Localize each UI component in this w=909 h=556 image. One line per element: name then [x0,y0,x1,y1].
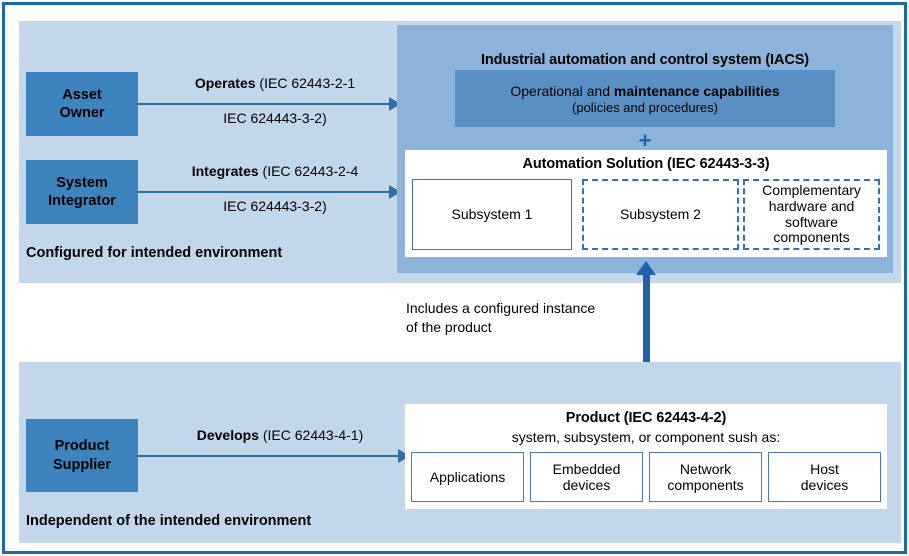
actor-product-supplier-line2: Supplier [52,456,111,473]
product-item-network-components-line2: components [667,477,744,493]
connector-note-line2: of the product [406,318,492,335]
connector-note-line1: Includes a configured instance [406,300,596,316]
arrow-operates-ref1: (IEC 62443-2-1 [255,75,356,91]
complementary-components-box[interactable]: Complementary hardware and software comp… [743,179,880,250]
arrow-shaft [138,103,389,105]
arrow-operates-label-line1: Operates (IEC 62443-2-1 [155,75,395,91]
arrow-integrates-icon [138,185,401,199]
capabilities-line2: (policies and procedures) [572,99,718,115]
product-item-applications[interactable]: Applications [411,452,524,502]
operational-maintenance-capabilities-box: Operational and maintenance capabilities… [455,70,835,127]
product-item-host-devices[interactable]: Host devices [768,452,881,502]
actor-system-integrator-line2: Integrator [48,193,116,209]
arrow-operates-verb: Operates [194,75,256,91]
actor-asset-owner-line1: Asset [62,86,102,103]
product-title: Product (IEC 62443-4-2) [565,410,727,426]
bottom-section-note: Independent of the intended environment [26,513,312,529]
automation-solution-items: Subsystem 1 Subsystem 2 Complementary ha… [412,179,880,250]
product-item-host-devices-line2: devices [800,477,849,493]
top-section-note: Configured for intended environment [26,245,283,261]
arrow-operates-icon [138,97,401,111]
complementary-components-label: Complementary hardware and software comp… [762,182,861,246]
vertical-connector-shaft [643,273,650,407]
product-subtitle: system, subsystem, or component sush as: [511,429,781,445]
arrow-integrates-label-line2: IEC 624443-3-2) [223,198,327,214]
connector-note: Includes a configured instance of the pr… [406,299,631,337]
vertical-connector-arrowhead-icon [636,261,656,275]
product-box: Product (IEC 62443-4-2) system, subsyste… [405,404,887,509]
arrow-develops-verb: Develops [196,427,259,443]
iacs-title: Industrial automation and control system… [480,52,810,68]
arrow-develops-icon [138,449,410,463]
capabilities-line1-normal: Operational and [510,82,614,99]
product-item-embedded-devices-line1: Embedded [552,460,621,477]
product-item-embedded-devices-line2: devices [562,477,611,493]
product-item-host-devices-line1: Host [810,460,839,477]
subsystem-1-box[interactable]: Subsystem 1 [412,179,572,250]
arrow-integrates-label-line1: Integrates (IEC 62443-2-4 [155,163,395,179]
capabilities-line1-bold: maintenance capabilities [613,82,780,99]
subsystem-2-label: Subsystem 2 [620,205,701,222]
product-item-applications-line1: Applications [429,468,506,485]
arrow-operates-label-line2: IEC 624443-3-2) [223,110,327,126]
plus-icon: + [638,128,652,153]
product-item-network-components[interactable]: Network components [649,452,762,502]
actor-system-integrator-line1: System [56,174,108,191]
arrow-shaft [138,455,398,457]
capabilities-line1: Operational and maintenance capabilities [510,83,779,99]
subsystem-2-box[interactable]: Subsystem 2 [582,179,739,250]
arrow-shaft [138,191,389,193]
arrow-develops-label: Develops (IEC 62443-4-1) [155,427,405,443]
product-item-embedded-devices[interactable]: Embedded devices [530,452,643,502]
product-item-network-components-line1: Network [679,460,732,477]
arrow-integrates-verb: Integrates [191,163,259,179]
actor-product-supplier-line1: Product [54,438,110,455]
subsystem-1-label: Subsystem 1 [451,205,533,222]
product-items: Applications Embedded devices Network co… [411,452,881,502]
arrow-develops-ref: (IEC 62443-4-1) [258,427,364,443]
automation-solution-title: Automation Solution (IEC 62443-3-3) [522,156,770,172]
actor-product-supplier[interactable]: Product Supplier [26,419,138,492]
actor-asset-owner[interactable]: Asset Owner [26,72,138,136]
actor-system-integrator[interactable]: System Integrator [26,160,138,224]
actor-asset-owner-line2: Owner [59,105,105,121]
automation-solution-box: Automation Solution (IEC 62443-3-3) Subs… [405,150,887,257]
arrow-integrates-ref1: (IEC 62443-2-4 [258,163,359,179]
